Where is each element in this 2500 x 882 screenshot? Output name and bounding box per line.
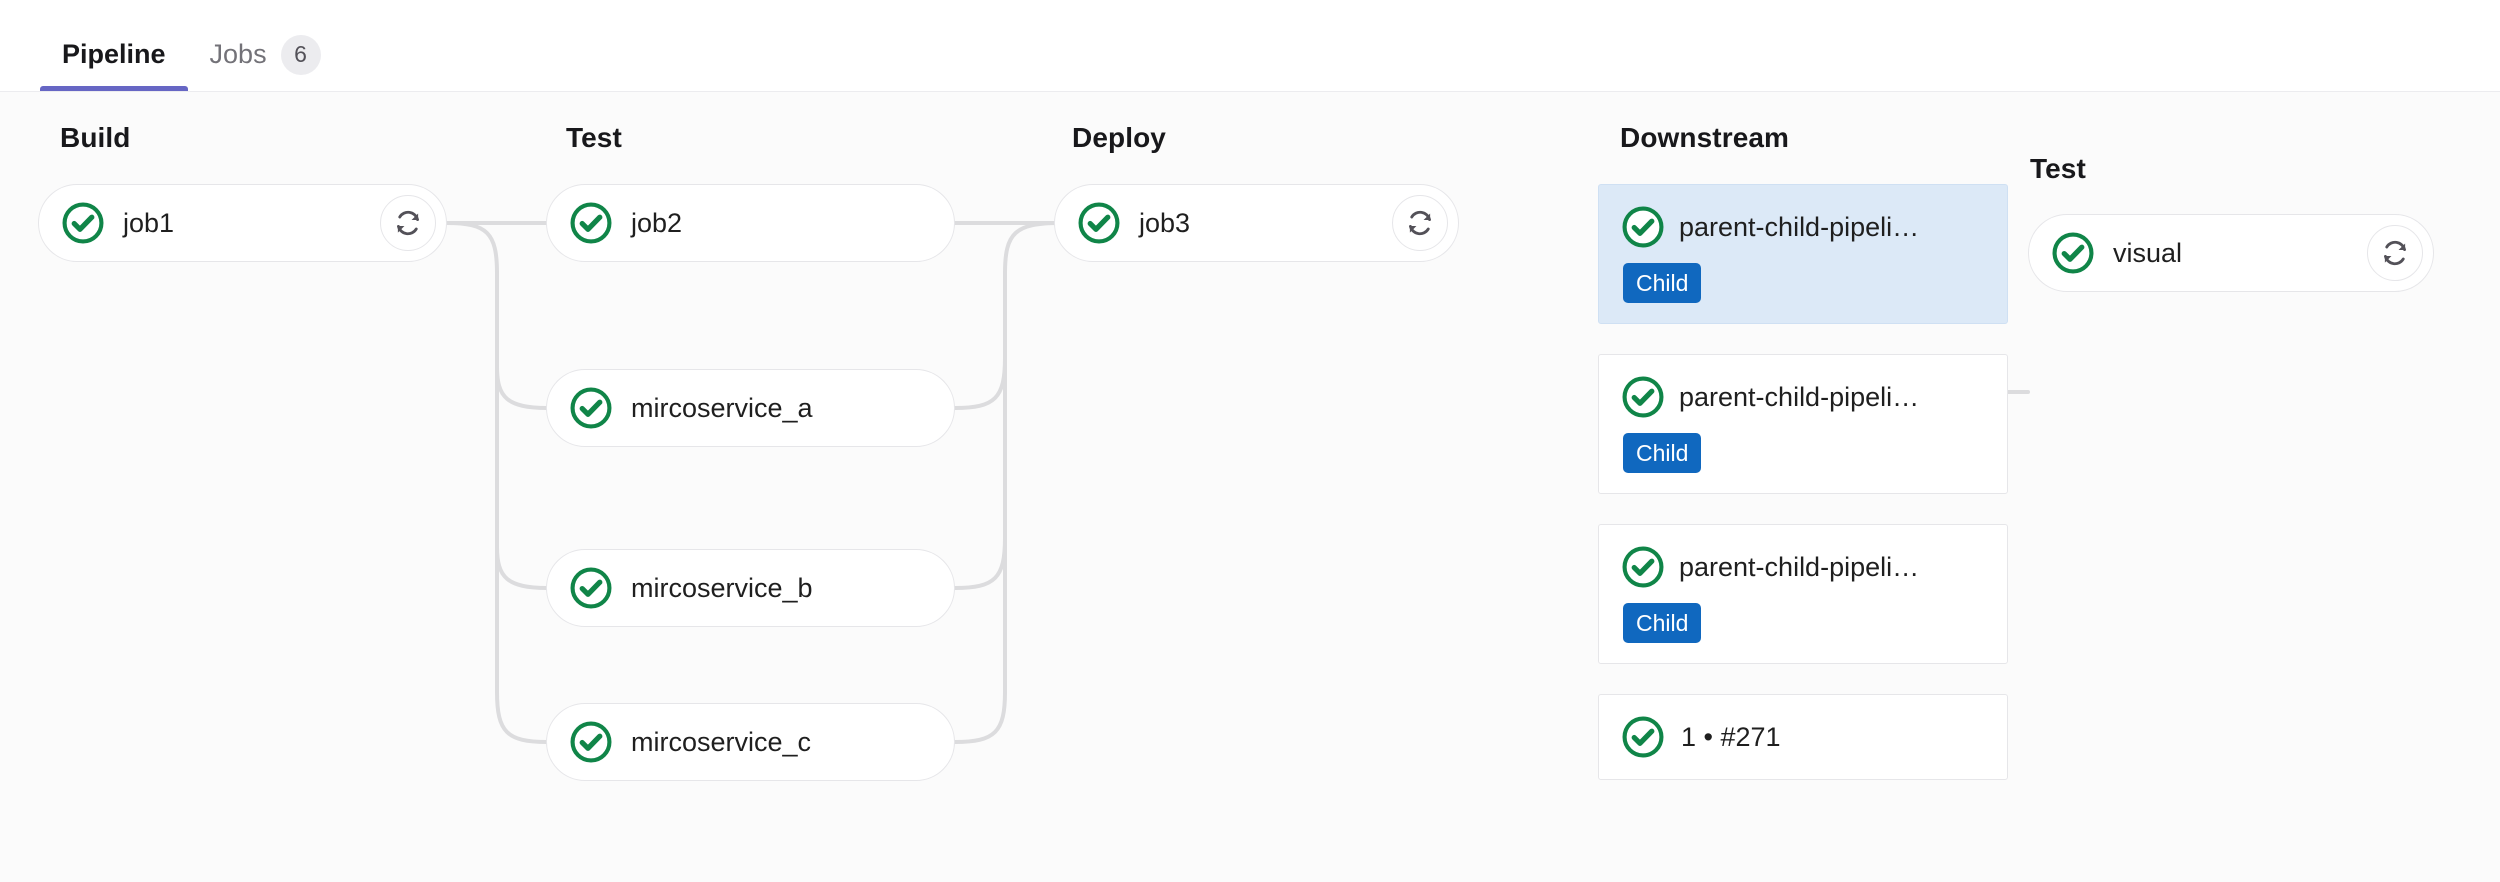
retry-icon bbox=[397, 210, 419, 236]
status-success-icon bbox=[1622, 206, 1664, 248]
job-name-label: job3 bbox=[1139, 207, 1191, 238]
retry-icon bbox=[1409, 210, 1431, 236]
job-card-job3[interactable]: job3 bbox=[1054, 184, 1459, 262]
downstream-card-4[interactable]: 1 • #271 bbox=[1598, 694, 2008, 780]
retry-icon-button[interactable] bbox=[380, 195, 436, 251]
tab-bar: Pipeline Jobs 6 bbox=[0, 0, 2500, 92]
retry-icon-button[interactable] bbox=[1392, 195, 1448, 251]
job-card-visual[interactable]: visual bbox=[2028, 214, 2434, 292]
retry-icon-button[interactable] bbox=[2367, 225, 2423, 281]
stage-title-downstream: Downstream bbox=[1620, 122, 1790, 153]
downstream-pipeline-name: parent-child-pipeli… bbox=[1679, 381, 1920, 412]
status-success-icon bbox=[1622, 716, 1664, 758]
child-badge: Child bbox=[1623, 603, 1702, 643]
status-success-icon bbox=[570, 721, 612, 763]
job-card-mircoservice-a[interactable]: mircoservice_a bbox=[546, 369, 955, 447]
job-name-label: mircoservice_b bbox=[631, 572, 813, 603]
status-success-icon bbox=[2052, 232, 2094, 274]
tab-jobs[interactable]: Jobs 6 bbox=[188, 0, 343, 91]
status-success-icon bbox=[62, 202, 104, 244]
job-card-mircoservice-c[interactable]: mircoservice_c bbox=[546, 703, 955, 781]
status-success-icon bbox=[570, 387, 612, 429]
retry-icon bbox=[2384, 240, 2406, 266]
child-badge: Child bbox=[1623, 433, 1702, 473]
status-success-icon bbox=[1622, 376, 1664, 418]
stage-title-build: Build bbox=[60, 122, 131, 153]
stage-title-deploy: Deploy bbox=[1072, 122, 1166, 153]
job-name-label: visual bbox=[2113, 237, 2183, 268]
job-card-job2[interactable]: job2 bbox=[546, 184, 955, 262]
downstream-pipeline-name: parent-child-pipeli… bbox=[1679, 211, 1920, 242]
tab-pipeline-label: Pipeline bbox=[62, 39, 166, 69]
job-name-label: mircoservice_c bbox=[631, 726, 812, 757]
downstream-card-1[interactable]: parent-child-pipeli… Child bbox=[1598, 184, 2008, 324]
status-success-icon bbox=[570, 202, 612, 244]
job-name-label: mircoservice_a bbox=[631, 392, 813, 423]
child-badge: Child bbox=[1623, 263, 1702, 303]
downstream-card-header: parent-child-pipeli… bbox=[1621, 205, 1985, 249]
status-success-icon bbox=[1078, 202, 1120, 244]
status-success-icon bbox=[1622, 546, 1664, 588]
job-name-label: job2 bbox=[631, 207, 683, 238]
downstream-pipeline-name: parent-child-pipeli… bbox=[1679, 551, 1920, 582]
stage-title-downstream-test: Test bbox=[2030, 153, 2086, 184]
downstream-card-header: 1 • #271 bbox=[1621, 715, 1985, 759]
job-card-job1[interactable]: job1 bbox=[38, 184, 447, 262]
downstream-card-header: parent-child-pipeli… bbox=[1621, 375, 1985, 419]
tab-jobs-label: Jobs bbox=[209, 39, 267, 69]
downstream-card-3[interactable]: parent-child-pipeli… Child bbox=[1598, 524, 2008, 664]
stage-title-test: Test bbox=[566, 122, 622, 153]
tab-jobs-count-badge: 6 bbox=[280, 34, 321, 75]
downstream-pipeline-name: 1 • #271 bbox=[1681, 721, 1781, 752]
job-name-label: job1 bbox=[123, 207, 175, 238]
downstream-card-header: parent-child-pipeli… bbox=[1621, 545, 1985, 589]
downstream-card-2[interactable]: parent-child-pipeli… Child bbox=[1598, 354, 2008, 494]
tab-pipeline[interactable]: Pipeline bbox=[40, 0, 188, 91]
pipeline-graph-canvas: Build job1 Test job2 mircos bbox=[0, 92, 2500, 882]
status-success-icon bbox=[570, 567, 612, 609]
job-card-mircoservice-b[interactable]: mircoservice_b bbox=[546, 549, 955, 627]
